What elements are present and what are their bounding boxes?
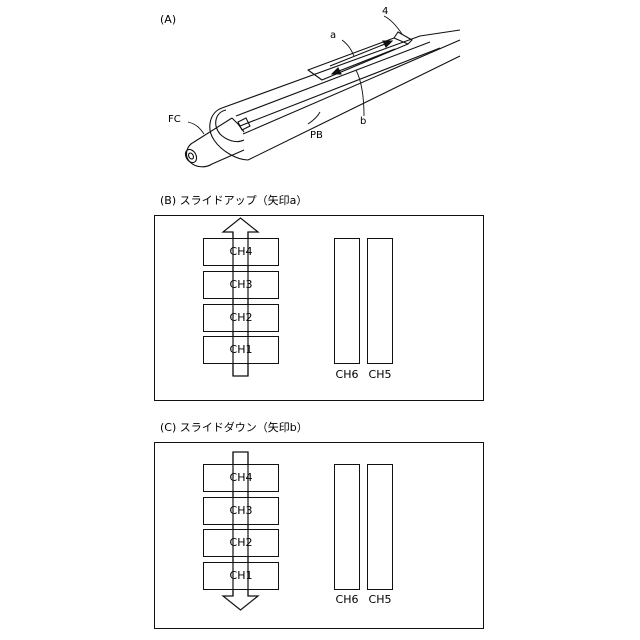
channel-ch6 <box>334 464 360 590</box>
channel-ch5 <box>367 464 393 590</box>
channel-ch5-label: CH5 <box>360 593 400 606</box>
